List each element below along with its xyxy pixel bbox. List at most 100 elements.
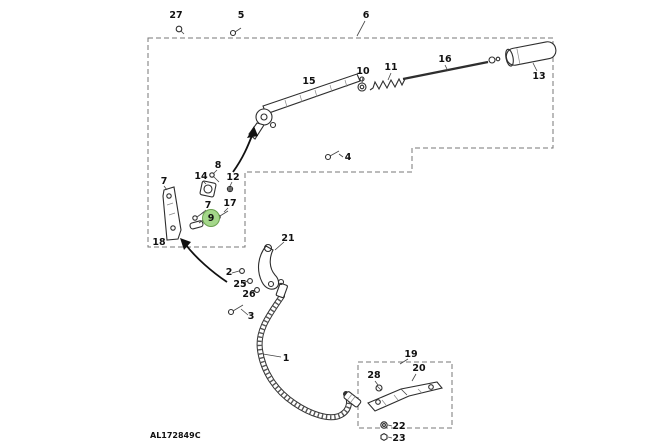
leader-8 (212, 169, 218, 175)
part-label-12: 12 (226, 172, 239, 183)
part-label-2: 2 (226, 267, 233, 278)
left-bracket-assembly (162, 172, 234, 241)
bracket-20-hatch (381, 388, 423, 406)
nut-12 (226, 185, 234, 193)
washer-10 (357, 82, 367, 92)
rod-16 (402, 60, 489, 81)
leader-2 (231, 270, 240, 274)
washer-22 (380, 421, 388, 429)
leader-17 (223, 207, 229, 213)
washer-22-hole (382, 423, 386, 427)
bolt-4-head (324, 153, 332, 161)
cable-top-eyelet (277, 278, 285, 286)
leader-lines (163, 20, 538, 439)
plate-14-body (199, 180, 217, 198)
part-label-3: 3 (248, 311, 255, 322)
nut-12-hole (228, 187, 232, 191)
linkage-21 (257, 245, 280, 290)
lever-assembly (248, 41, 557, 161)
bolt-3-shank (232, 304, 244, 312)
screw-27-tip (180, 30, 185, 35)
arrow-to-lever-pivot-head (247, 126, 258, 138)
arrow-to-lever-pivot (232, 132, 254, 173)
bracket-18-hole-bottom (170, 225, 176, 231)
cable-end-thread-1 (346, 393, 353, 401)
lever-hatch-lines (284, 79, 348, 108)
cable-end-fitting (343, 391, 362, 408)
part-label-26: 26 (242, 289, 256, 300)
part-label-28: 28 (367, 370, 381, 381)
lower-bracket-assembly (367, 381, 443, 442)
cable-top-fitting (275, 282, 288, 299)
part-label-7-lower: 7 (205, 200, 212, 211)
washer-22-outer (380, 421, 388, 429)
part-label-1: 1 (283, 353, 290, 364)
screw-28-slot (376, 385, 382, 391)
arrow-to-bracket-18-head (180, 238, 191, 250)
bracket-20-hole-right (428, 384, 434, 390)
rod-end-nut (495, 56, 501, 62)
leader-3 (240, 308, 249, 316)
part-label-22: 22 (392, 421, 405, 432)
leader-7-lower (200, 209, 207, 215)
part-label-13: 13 (532, 71, 545, 82)
part-label-14: 14 (194, 171, 208, 182)
leader-28 (374, 380, 379, 386)
part-label-9: 9 (208, 213, 215, 224)
part-label-16: 16 (438, 54, 452, 65)
grip-end-cap (505, 48, 514, 67)
leader-26 (250, 290, 256, 294)
spring-11 (369, 77, 406, 91)
bracket-20-fold (400, 388, 408, 396)
screw-27 (175, 25, 185, 35)
leader-12 (229, 181, 233, 187)
leader-6 (356, 20, 366, 37)
part-label-23: 23 (392, 433, 405, 444)
fastener-25 (247, 278, 253, 284)
bolt-8-shank (212, 175, 220, 183)
leader-4 (338, 153, 344, 158)
part-label-27: 27 (169, 10, 182, 21)
leader-1 (262, 353, 282, 358)
grip-13 (505, 41, 557, 67)
leader-20 (411, 373, 417, 382)
fastener-26 (254, 287, 260, 293)
part-label-11: 11 (384, 62, 397, 73)
lever-tip-pin (359, 76, 365, 82)
part-label-21: 21 (281, 233, 294, 244)
bolt-8 (209, 172, 220, 183)
part-label-8: 8 (215, 160, 222, 171)
part-label-7-upper: 7 (161, 176, 168, 187)
screw-27-head (175, 25, 183, 33)
cable-1-outer (260, 296, 349, 417)
lever-pivot-hole (260, 113, 268, 121)
screw-28 (375, 384, 383, 392)
cable-assembly (260, 278, 362, 418)
part-labels: 27 5 6 15 10 11 16 13 4 8 12 14 7 7 17 9… (152, 10, 545, 444)
figure-code: AL172849C (150, 431, 201, 440)
cable-end-thread-2 (350, 396, 356, 403)
assembly-arrows (180, 126, 258, 283)
part-label-15: 15 (302, 76, 315, 87)
grip-ring-line (516, 48, 521, 65)
part-label-5: 5 (238, 10, 245, 21)
leader-16 (444, 64, 449, 72)
bracket-20-hole-left (375, 399, 381, 405)
bolt-7-head (192, 215, 198, 221)
part-label-25: 25 (233, 279, 246, 290)
nut-23 (380, 432, 388, 442)
lever-pawl (269, 121, 277, 129)
upper-assembly-outline (147, 37, 554, 248)
linkage-21-eye (263, 243, 273, 253)
leader-19 (399, 358, 409, 365)
lever-pivot (255, 108, 273, 126)
arrow-to-bracket-18 (185, 244, 228, 283)
leader-11 (387, 72, 392, 81)
plate-14 (199, 180, 217, 198)
bracket-18-hatch (166, 202, 176, 216)
dashed-outlines (147, 37, 554, 429)
linkage-21-pin (267, 280, 275, 288)
part-label-6: 6 (363, 10, 370, 21)
